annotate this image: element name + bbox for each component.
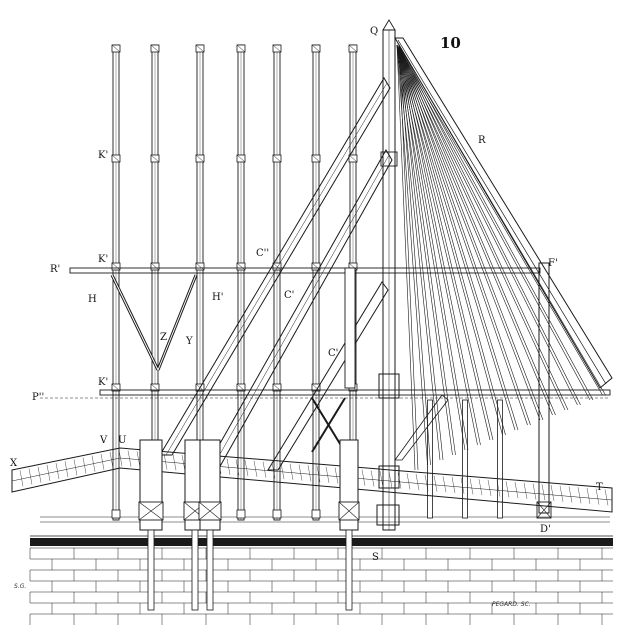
base-course <box>40 516 610 523</box>
label-k1: K' <box>98 150 108 161</box>
label-r1: R' <box>50 264 60 275</box>
lower-posts <box>138 267 360 611</box>
label-s: S <box>372 552 379 563</box>
lower-post <box>198 439 222 611</box>
right-post <box>536 262 552 519</box>
ledger-upper <box>69 267 541 274</box>
masonry-wall <box>29 535 613 625</box>
ledger-middle <box>99 389 611 396</box>
label-p1: P'' <box>32 392 44 403</box>
label-c2: C' <box>284 290 294 301</box>
engraver-signature: PEGARD. SC. <box>492 601 531 608</box>
brick-courses <box>29 547 613 625</box>
wall-coping <box>30 538 613 546</box>
central-mast <box>376 19 400 531</box>
lower-post <box>138 439 164 611</box>
lower-post <box>338 439 360 611</box>
figure-labels: 10 Q R K' K' K' R' H H' Z Y C'' C' C' P'… <box>10 26 603 608</box>
label-k2: K' <box>98 254 108 265</box>
short-pole <box>497 399 503 519</box>
pole <box>236 44 246 521</box>
fan-rafters <box>396 44 606 471</box>
diagonal-braces <box>110 77 449 471</box>
label-r: R <box>478 135 486 146</box>
sloping-beam <box>11 447 613 513</box>
label-d1: D' <box>540 524 551 535</box>
label-c3: C' <box>328 348 338 359</box>
label-h1: H' <box>212 292 223 303</box>
label-z: Z <box>160 332 167 343</box>
label-f1: F' <box>548 258 558 269</box>
label-v: V <box>99 435 108 446</box>
roof-rafters <box>394 37 613 389</box>
label-c1: C'' <box>256 248 269 259</box>
label-u: U <box>118 435 126 446</box>
label-h: H <box>88 294 97 305</box>
label-t: T <box>596 482 603 493</box>
horizontal-ledgers <box>40 267 611 399</box>
pole <box>311 44 321 521</box>
figure-number: 10 <box>440 34 461 52</box>
short-pole <box>462 399 468 519</box>
label-x: X <box>10 458 18 469</box>
corner-mark: S.G. <box>14 583 26 590</box>
short-post <box>344 267 356 389</box>
label-k3: K' <box>98 377 108 388</box>
label-q: Q <box>370 26 378 37</box>
label-y: Y <box>185 336 193 347</box>
